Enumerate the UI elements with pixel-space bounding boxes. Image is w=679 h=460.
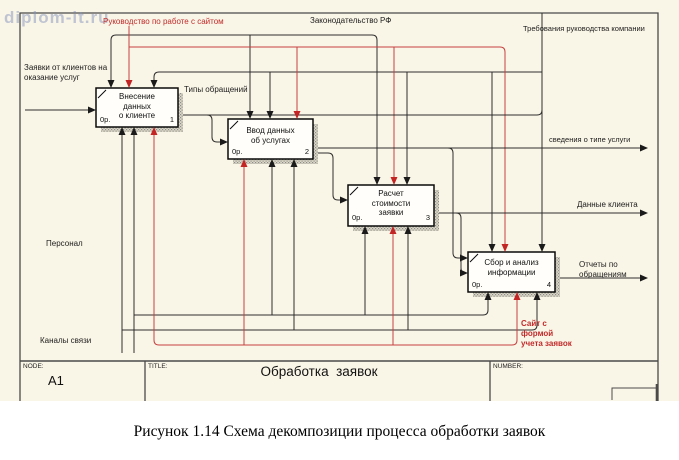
watermark: diplom-it.ru [4, 8, 110, 27]
output-label-service-type: сведения о типе услуги [549, 135, 631, 144]
activity-box-1-title: Внесение данных о клиенте [118, 92, 156, 120]
footer-number-label: NUMBER: [493, 363, 523, 370]
activity-box-2-cost: 0р. [232, 147, 243, 156]
mechanism-label-channels: Каналы связи [40, 336, 92, 345]
mechanism-lines-black [121, 129, 538, 353]
flow-label-request-types: Типы обращений [184, 85, 248, 94]
control-label-site-guide: Руководство по работе с сайтом [103, 17, 224, 26]
activity-box-2-number: 2 [304, 147, 309, 156]
control-label-company-requirements: Требования руководства компании [523, 24, 645, 33]
activity-box-4-title: Сбор и анализ информации [484, 258, 539, 277]
control-label-legislation: Законодательство РФ [310, 16, 392, 25]
activity-box-2-corner-mark [229, 120, 239, 130]
footer-node-value: A1 [48, 373, 64, 388]
arrowheads-black [88, 80, 648, 300]
mechanism-label-personnel: Персонал [46, 239, 83, 248]
activity-box-3 [347, 184, 435, 227]
activity-box-3-number: 3 [425, 213, 430, 222]
activity-box-4-corner-mark [469, 253, 479, 263]
flow-lines [25, 109, 641, 279]
activity-box-4-number: 4 [546, 280, 551, 289]
activity-box-1-corner-mark [97, 89, 107, 99]
activity-box-1-number: 1 [169, 115, 174, 124]
arrowheads-red [125, 80, 521, 300]
activity-box-1-cost: 0р. [100, 115, 111, 124]
activity-box-4-cost: 0р. [472, 280, 483, 289]
mechanism-label-site: Сайт с формой учета заявок [521, 319, 572, 348]
activity-box-1 [95, 87, 179, 128]
activity-box-2 [227, 118, 314, 160]
frame-lines [19, 12, 659, 401]
activity-box-4 [467, 251, 556, 293]
footer-title-label: TITLE: [148, 363, 168, 370]
mechanism-lines-red [153, 129, 518, 346]
footer-node-label: NODE: [23, 363, 44, 370]
activity-box-2-title: Ввод данных об услугах [246, 126, 295, 145]
footer-title-value: Обработка заявок [260, 364, 378, 379]
output-label-client-data: Данные клиента [577, 200, 638, 209]
activity-boxes [95, 87, 560, 297]
input-label-client-requests: Заявки от клиентов на оказание услуг [24, 63, 108, 82]
activity-box-3-cost: 0р. [352, 213, 363, 222]
activity-box-3-corner-mark [349, 186, 359, 196]
activity-box-3-title: Расчет стоимости заявки [371, 189, 411, 217]
output-label-reports: Отчеты по обращениям [579, 260, 627, 279]
figure-caption: Рисунок 1.14 Схема декомпозиции процесса… [133, 423, 546, 440]
control-lines-black [110, 13, 543, 250]
